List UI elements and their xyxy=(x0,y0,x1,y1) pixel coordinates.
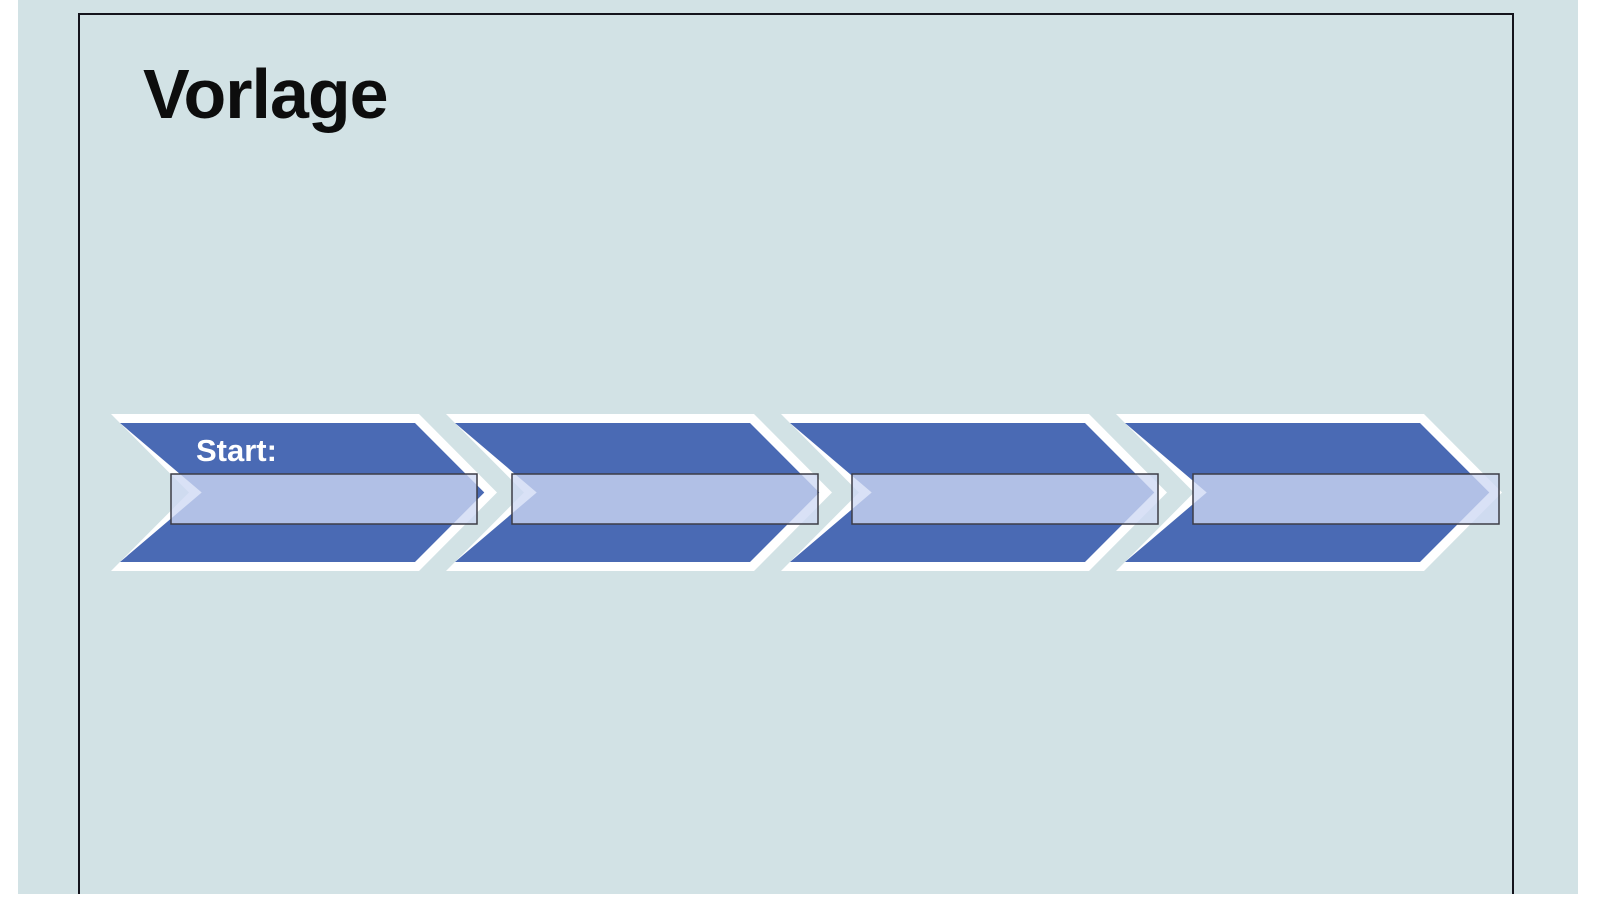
text-placeholder-4[interactable] xyxy=(1192,473,1500,525)
text-placeholder-2[interactable] xyxy=(511,473,819,525)
arrow-label: Start: xyxy=(196,433,277,468)
content-frame xyxy=(78,13,1514,894)
text-placeholder-3[interactable] xyxy=(851,473,1159,525)
slide-title[interactable]: Vorlage xyxy=(143,55,389,133)
text-placeholder-1[interactable] xyxy=(170,473,478,525)
